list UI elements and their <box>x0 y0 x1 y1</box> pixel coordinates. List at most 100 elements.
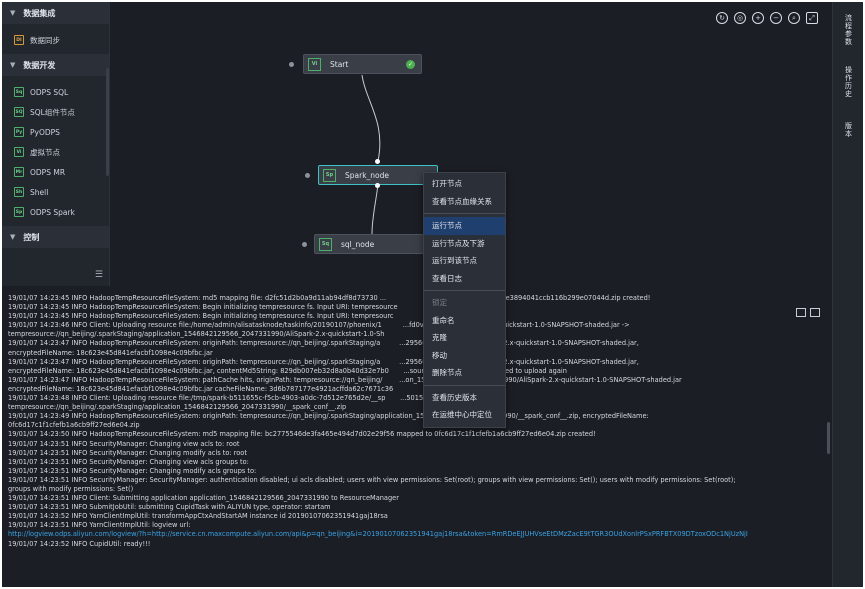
odps-sql-icon: Sq <box>14 87 24 97</box>
side-port[interactable] <box>305 173 310 178</box>
right-panel-tabs: 流程参数 操作历史 版本 <box>832 2 863 587</box>
palette-item-label: 虚拟节点 <box>30 147 60 157</box>
chevron-down-icon: ▼ <box>10 9 16 17</box>
node-spark[interactable]: Sp Spark_node <box>318 165 438 185</box>
odps-mr-icon: Mr <box>14 167 24 177</box>
menu-run-to-node[interactable]: 运行到该节点 <box>432 256 477 266</box>
palette-item-data-sync[interactable]: DI 数据同步 <box>2 30 109 50</box>
search-icon[interactable]: ⌕ <box>788 12 800 24</box>
tab-version[interactable]: 版本 <box>844 122 853 138</box>
sidebar-scrollbar[interactable] <box>106 68 109 176</box>
canvas-toolbar: ↻ ◎ + − ⌕ ⤢ <box>716 12 818 24</box>
menu-clone[interactable]: 克隆 <box>432 333 447 343</box>
fullscreen-icon[interactable]: ⤢ <box>806 12 818 24</box>
log-line: 19/01/07 14:23:51 INFO YarnClientImplUti… <box>8 521 191 530</box>
log-line: 19/01/07 14:23:51 INFO SecurityManager: … <box>8 457 249 466</box>
edge-layer <box>361 74 381 235</box>
log-line: 19/01/07 14:23:48 INFO Client: Uploading… <box>8 394 470 403</box>
menu-divider <box>424 384 505 386</box>
menu-view-log[interactable]: 查看日志 <box>432 273 462 283</box>
section-title: 数据集成 <box>23 8 56 18</box>
menu-divider <box>424 213 505 214</box>
menu-divider <box>424 290 505 291</box>
palette-item-label: SQL组件节点 <box>30 107 75 117</box>
tab-flow-params[interactable]: 流程参数 <box>844 14 853 46</box>
log-line: tempresource://qn_beijing/.sparkStaging/… <box>8 330 385 339</box>
log-line: 19/01/07 14:23:47 INFO HadoopTempResourc… <box>8 339 639 348</box>
log-line: 19/01/07 14:23:51 INFO SecurityManager: … <box>8 466 257 475</box>
log-line: 19/01/07 14:23:46 INFO Client: Uploading… <box>8 321 630 330</box>
input-port[interactable] <box>302 242 307 247</box>
log-line: 19/01/07 14:23:51 INFO SecurityManager: … <box>8 448 247 457</box>
menu-locate-in-ops[interactable]: 在运维中心中定位 <box>432 410 492 420</box>
center-icon[interactable]: ◎ <box>734 12 746 24</box>
log-line: 19/01/07 14:23:45 INFO HadoopTempResourc… <box>8 303 398 312</box>
sql-component-icon: SQ <box>14 107 24 117</box>
run-log-panel: 19/01/07 14:23:45 INFO HadoopTempResourc… <box>2 290 832 587</box>
output-port[interactable] <box>375 183 380 188</box>
palette-item-label: Shell <box>30 187 49 197</box>
palette-item-pyodps[interactable]: Py PyODPS <box>2 122 109 142</box>
menu-rename[interactable]: 重命名 <box>432 315 455 325</box>
node-start[interactable]: Vi Start ✓ <box>303 54 422 74</box>
log-line: encryptedFileName: 18c623e45d841efacbf10… <box>8 348 213 357</box>
minimize-icon[interactable] <box>796 308 806 317</box>
collapse-sidebar-icon[interactable]: ☰ <box>94 270 103 280</box>
log-scrollbar[interactable] <box>827 422 830 454</box>
edge-start-to-spark <box>361 74 381 162</box>
section-title: 控制 <box>23 232 40 242</box>
data-sync-icon: DI <box>14 35 24 45</box>
log-line: 19/01/07 14:23:47 INFO HadoopTempResourc… <box>8 375 682 384</box>
menu-view-lineage[interactable]: 查看节点血缘关系 <box>432 196 492 206</box>
log-lines: 19/01/07 14:23:45 INFO HadoopTempResourc… <box>8 294 826 549</box>
palette-item-label: 数据同步 <box>30 35 60 45</box>
palette-item-odps-mr[interactable]: Mr ODPS MR <box>2 162 109 182</box>
maximize-icon[interactable] <box>810 308 820 317</box>
menu-run-node[interactable]: 运行节点 <box>424 217 505 235</box>
log-line: tempresource://qn_beijing/.sparkStaging/… <box>8 403 347 412</box>
log-line: 19/01/07 14:23:51 INFO Client: Submittin… <box>8 494 399 503</box>
section-header-control[interactable]: ▼ 控制 <box>2 226 109 248</box>
logview-link[interactable]: http://logview.odps.aliyun.com/logview/?… <box>8 530 748 539</box>
zoom-in-icon[interactable]: + <box>752 12 764 24</box>
odps-sql-icon: Sq <box>319 237 332 251</box>
log-line: encryptedFileName: 18c623e45d841efacbf10… <box>8 384 394 393</box>
log-line: 19/01/07 14:23:50 INFO HadoopTempResourc… <box>8 430 596 439</box>
input-port[interactable] <box>289 62 294 67</box>
menu-run-node-downstream[interactable]: 运行节点及下游 <box>432 238 485 248</box>
tab-operation-history[interactable]: 操作历史 <box>844 66 853 98</box>
chevron-down-icon: ▼ <box>10 61 16 69</box>
log-line: 19/01/07 14:23:52 INFO CupidUtil: ready!… <box>8 539 151 548</box>
node-sql[interactable]: Sq sql_node <box>314 234 424 254</box>
chevron-down-icon: ▼ <box>10 233 16 241</box>
zoom-out-icon[interactable]: − <box>770 12 782 24</box>
log-line: 0fc6d17c1f1cfefb1a6cb9ff27ed6e04.zip <box>8 421 140 430</box>
virtual-node-icon: Vi <box>14 147 24 157</box>
node-label: sql_node <box>341 239 375 249</box>
log-line: 19/01/07 14:23:47 INFO HadoopTempResourc… <box>8 357 639 366</box>
log-line: 19/01/07 14:23:45 INFO HadoopTempResourc… <box>8 294 651 302</box>
palette-item-odps-spark[interactable]: Sp ODPS Spark <box>2 202 109 222</box>
input-port[interactable] <box>375 159 380 164</box>
palette-item-virtual-node[interactable]: Vi 虚拟节点 <box>2 142 109 162</box>
odps-spark-icon: Sp <box>323 168 336 182</box>
node-context-menu: 打开节点 查看节点血缘关系 运行节点 运行节点及下游 运行到该节点 查看日志 锁… <box>423 172 506 428</box>
odps-spark-icon: Sp <box>14 207 24 217</box>
menu-open-node[interactable]: 打开节点 <box>432 179 462 189</box>
section-header-development[interactable]: ▼ 数据开发 <box>2 54 109 76</box>
palette-item-shell[interactable]: Sh Shell <box>2 182 109 202</box>
palette-item-sql-component[interactable]: SQ SQL组件节点 <box>2 102 109 122</box>
success-check-icon: ✓ <box>406 60 415 69</box>
section-title: 数据开发 <box>23 60 56 70</box>
palette-item-odps-sql[interactable]: Sq ODPS SQL <box>2 82 109 102</box>
log-line: 19/01/07 14:23:45 INFO HadoopTempResourc… <box>8 312 394 321</box>
log-line: groups with modify permissions: Set() <box>8 484 134 493</box>
refresh-icon[interactable]: ↻ <box>716 12 728 24</box>
menu-move[interactable]: 移动 <box>432 350 447 360</box>
menu-delete-node[interactable]: 删除节点 <box>432 368 462 378</box>
section-header-integration[interactable]: ▼ 数据集成 <box>2 2 109 24</box>
shell-icon: Sh <box>14 187 24 197</box>
menu-view-history[interactable]: 查看历史版本 <box>432 392 477 402</box>
palette-item-label: PyODPS <box>30 127 60 137</box>
edge-spark-to-sql <box>371 183 379 235</box>
